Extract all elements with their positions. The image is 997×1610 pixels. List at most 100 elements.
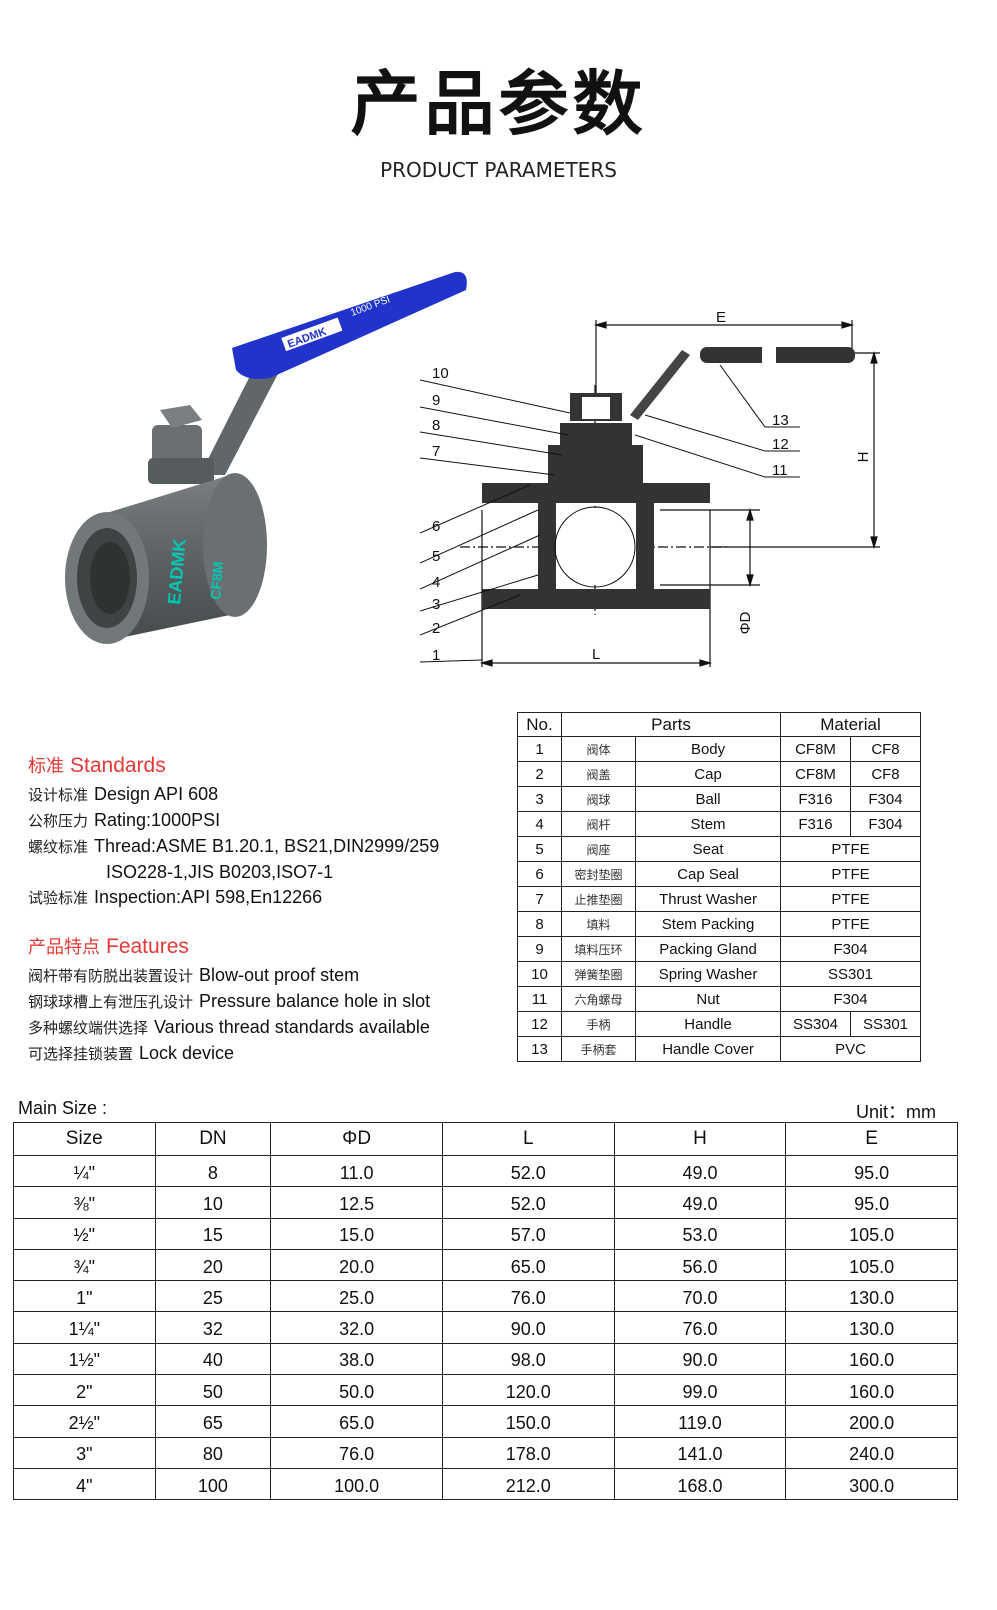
size-cell: 76.0 <box>270 1436 443 1469</box>
size-cell: 56.0 <box>613 1248 787 1282</box>
parts-cell: 5 <box>517 836 562 862</box>
page-title-cn: 产品参数 <box>350 63 647 145</box>
parts-cell: 11 <box>517 986 562 1012</box>
size-cell: 49.0 <box>613 1186 787 1219</box>
size-cell: 105.0 <box>785 1248 958 1282</box>
size-cell: 212.0 <box>441 1467 615 1501</box>
parts-cell: 止推垫圈 <box>560 886 637 912</box>
parts-cell: 手柄 <box>560 1011 637 1037</box>
parts-cell: 6 <box>517 861 562 887</box>
size-cell: 160.0 <box>785 1374 958 1407</box>
parts-header-material: Material <box>780 712 921 737</box>
size-cell: 2½" <box>13 1405 156 1438</box>
size-cell: 168.0 <box>613 1467 787 1501</box>
size-header-cell: E <box>785 1122 958 1156</box>
parts-cell: CF8 <box>849 761 922 787</box>
parts-cell: Cap Seal <box>635 861 782 887</box>
diagram-label-13: 13 <box>772 412 789 429</box>
parts-cell: 3 <box>517 786 562 812</box>
size-header-cell: Size <box>13 1122 156 1156</box>
ball-valve-product-image: EADMK 1000 PSI EADMK CF8M <box>65 271 467 644</box>
size-cell: 95.0 <box>785 1154 958 1188</box>
parts-cell: 7 <box>517 886 562 912</box>
size-cell: 10 <box>154 1186 272 1219</box>
size-cell: 178.0 <box>441 1436 615 1469</box>
size-cell: 240.0 <box>785 1436 958 1469</box>
parts-cell: 阀盖 <box>560 761 637 787</box>
parts-cell: PTFE <box>780 911 921 937</box>
parts-cell: 10 <box>517 961 562 987</box>
size-cell: 99.0 <box>613 1374 787 1407</box>
size-cell: 52.0 <box>441 1154 615 1188</box>
parts-header-no: No. <box>517 712 562 737</box>
size-cell: 20 <box>154 1248 272 1282</box>
parts-cell: CF8M <box>780 761 851 787</box>
size-cell: 65.0 <box>441 1248 615 1282</box>
size-header-cell: DN <box>154 1122 272 1156</box>
diagram-dim-d: ΦD <box>737 611 754 634</box>
size-cell: 38.0 <box>270 1342 443 1376</box>
valve-section-diagram: 10 9 8 7 6 5 4 3 2 1 13 12 11 E L H ΦD <box>420 309 880 667</box>
parts-cell: 手柄套 <box>560 1036 637 1062</box>
parts-cell: F304 <box>780 986 921 1012</box>
parts-cell: Thrust Washer <box>635 886 782 912</box>
parts-cell: Stem <box>635 811 782 837</box>
size-cell: ⅜" <box>13 1186 156 1219</box>
size-cell: 120.0 <box>441 1374 615 1407</box>
size-cell: 1½" <box>13 1342 156 1376</box>
parts-cell: 13 <box>517 1036 562 1062</box>
parts-cell: Handle <box>635 1011 782 1037</box>
size-cell: 1¼" <box>13 1311 156 1344</box>
size-cell: 52.0 <box>441 1186 615 1219</box>
size-header-cell: L <box>441 1122 615 1156</box>
size-cell: 160.0 <box>785 1342 958 1376</box>
parts-cell: Packing Gland <box>635 936 782 962</box>
size-table-unit: Unit：mm <box>856 1102 936 1122</box>
parts-cell: 2 <box>517 761 562 787</box>
parts-header-parts: Parts <box>560 712 782 737</box>
parts-cell: Stem Packing <box>635 911 782 937</box>
diagram-label-8: 8 <box>432 417 440 434</box>
parts-cell: Body <box>635 736 782 762</box>
diagram-label-10: 10 <box>432 365 449 382</box>
size-cell: 4" <box>13 1467 156 1501</box>
size-cell: 50.0 <box>270 1374 443 1407</box>
parts-cell: Nut <box>635 986 782 1012</box>
parts-cell: PTFE <box>780 836 921 862</box>
size-cell: 65.0 <box>270 1405 443 1438</box>
parts-cell: Seat <box>635 836 782 862</box>
parts-cell: 9 <box>517 936 562 962</box>
size-cell: 2" <box>13 1374 156 1407</box>
parts-cell: 填料压环 <box>560 936 637 962</box>
size-cell: 3" <box>13 1436 156 1469</box>
size-cell: 70.0 <box>613 1280 787 1313</box>
size-cell: 57.0 <box>441 1217 615 1250</box>
size-cell: 32.0 <box>270 1311 443 1344</box>
size-cell: 300.0 <box>785 1467 958 1501</box>
size-cell: 12.5 <box>270 1186 443 1219</box>
size-cell: 100 <box>154 1467 272 1501</box>
size-cell: 90.0 <box>441 1311 615 1344</box>
parts-cell: SS301 <box>780 961 921 987</box>
size-cell: 80 <box>154 1436 272 1469</box>
size-cell: 40 <box>154 1342 272 1376</box>
parts-cell: CF8M <box>780 736 851 762</box>
